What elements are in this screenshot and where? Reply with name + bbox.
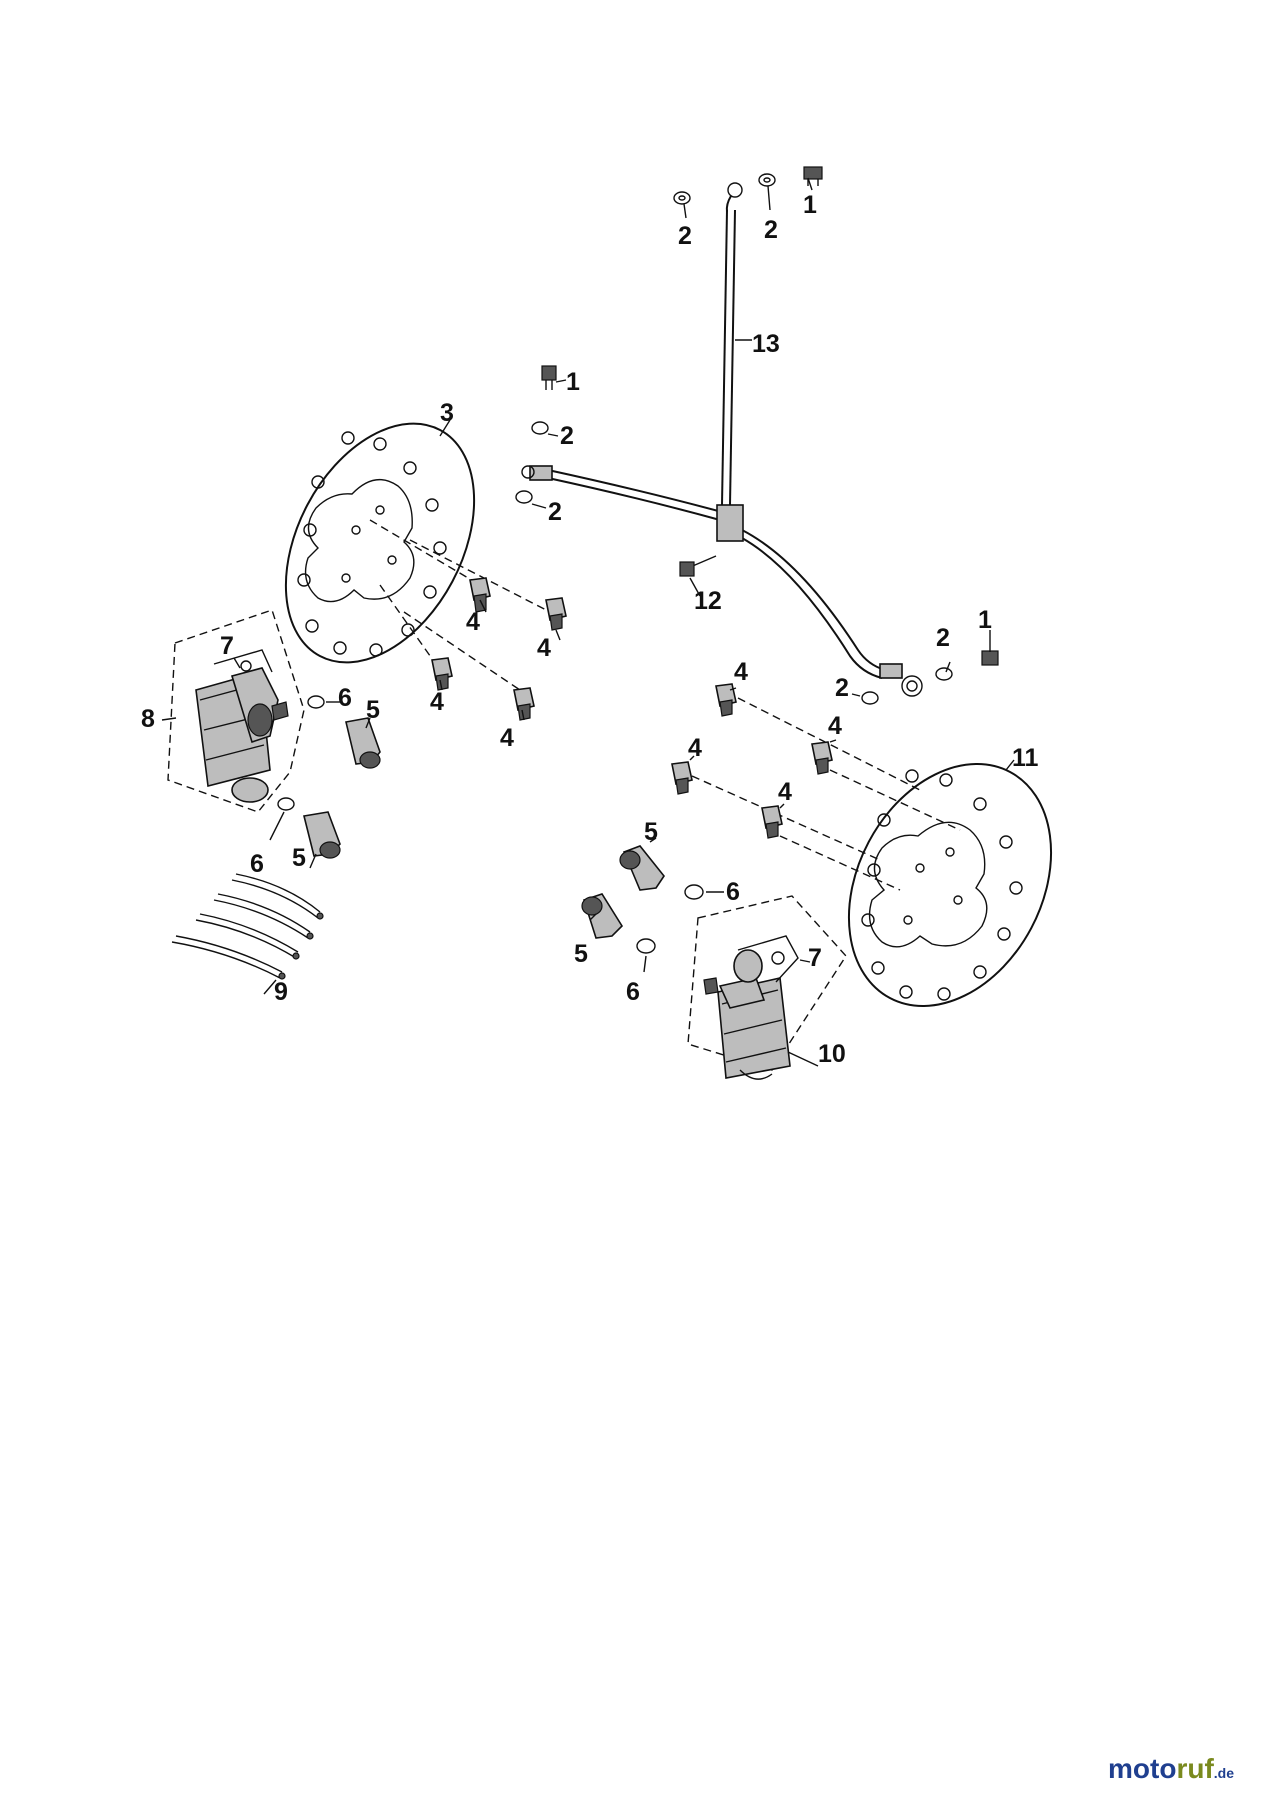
label-1: 1: [803, 191, 817, 219]
label-2: 2: [548, 498, 562, 526]
label-4: 4: [430, 688, 444, 716]
label-6: 6: [626, 978, 640, 1006]
leader-lines: [161, 177, 1015, 1067]
label-1: 1: [566, 368, 580, 396]
label-12: 12: [694, 587, 722, 615]
label-4: 4: [734, 658, 748, 686]
brake-caliper-left: [167, 609, 381, 859]
label-9: 9: [274, 978, 288, 1006]
label-4: 4: [466, 608, 480, 636]
label-8: 8: [141, 705, 155, 733]
cotter-pins: [171, 873, 324, 980]
label-5: 5: [366, 696, 380, 724]
label-5: 5: [292, 844, 306, 872]
callout-labels: 1 2 2 13 1 2 2 3 12 2 1 2 4 4 4 4 7 8 6 …: [141, 191, 1039, 1068]
brake-disc-right: [691, 697, 1053, 1007]
label-6: 6: [338, 684, 352, 712]
disc-bolts-right: [671, 683, 833, 839]
label-4: 4: [688, 734, 702, 762]
label-7: 7: [220, 632, 234, 660]
brand-part1: moto: [1108, 1753, 1176, 1784]
label-10: 10: [818, 1040, 846, 1068]
label-2: 2: [936, 624, 950, 652]
label-6: 6: [726, 878, 740, 906]
label-5: 5: [574, 940, 588, 968]
label-2: 2: [560, 422, 574, 450]
label-1: 1: [978, 606, 992, 634]
label-6: 6: [250, 850, 264, 878]
label-4: 4: [500, 724, 514, 752]
svg-text:motoruf.de: motoruf.de: [1108, 1753, 1234, 1784]
label-4: 4: [778, 778, 792, 806]
label-5: 5: [644, 818, 658, 846]
brand-part2: ruf: [1176, 1753, 1214, 1784]
top-fasteners: [515, 166, 999, 705]
brake-hose-assembly: [521, 182, 923, 697]
brand-suffix: .de: [1214, 1765, 1234, 1781]
label-13: 13: [752, 330, 780, 358]
label-7: 7: [808, 944, 822, 972]
brake-caliper-right: [581, 845, 847, 1080]
brand-logo: motoruf.de: [1108, 1753, 1234, 1784]
label-2: 2: [678, 222, 692, 250]
label-2: 2: [835, 674, 849, 702]
label-4: 4: [537, 634, 551, 662]
brake-disc-left: [284, 422, 551, 691]
label-3: 3: [440, 399, 454, 427]
label-11: 11: [1012, 744, 1039, 772]
label-4: 4: [828, 712, 842, 740]
label-2: 2: [764, 216, 778, 244]
